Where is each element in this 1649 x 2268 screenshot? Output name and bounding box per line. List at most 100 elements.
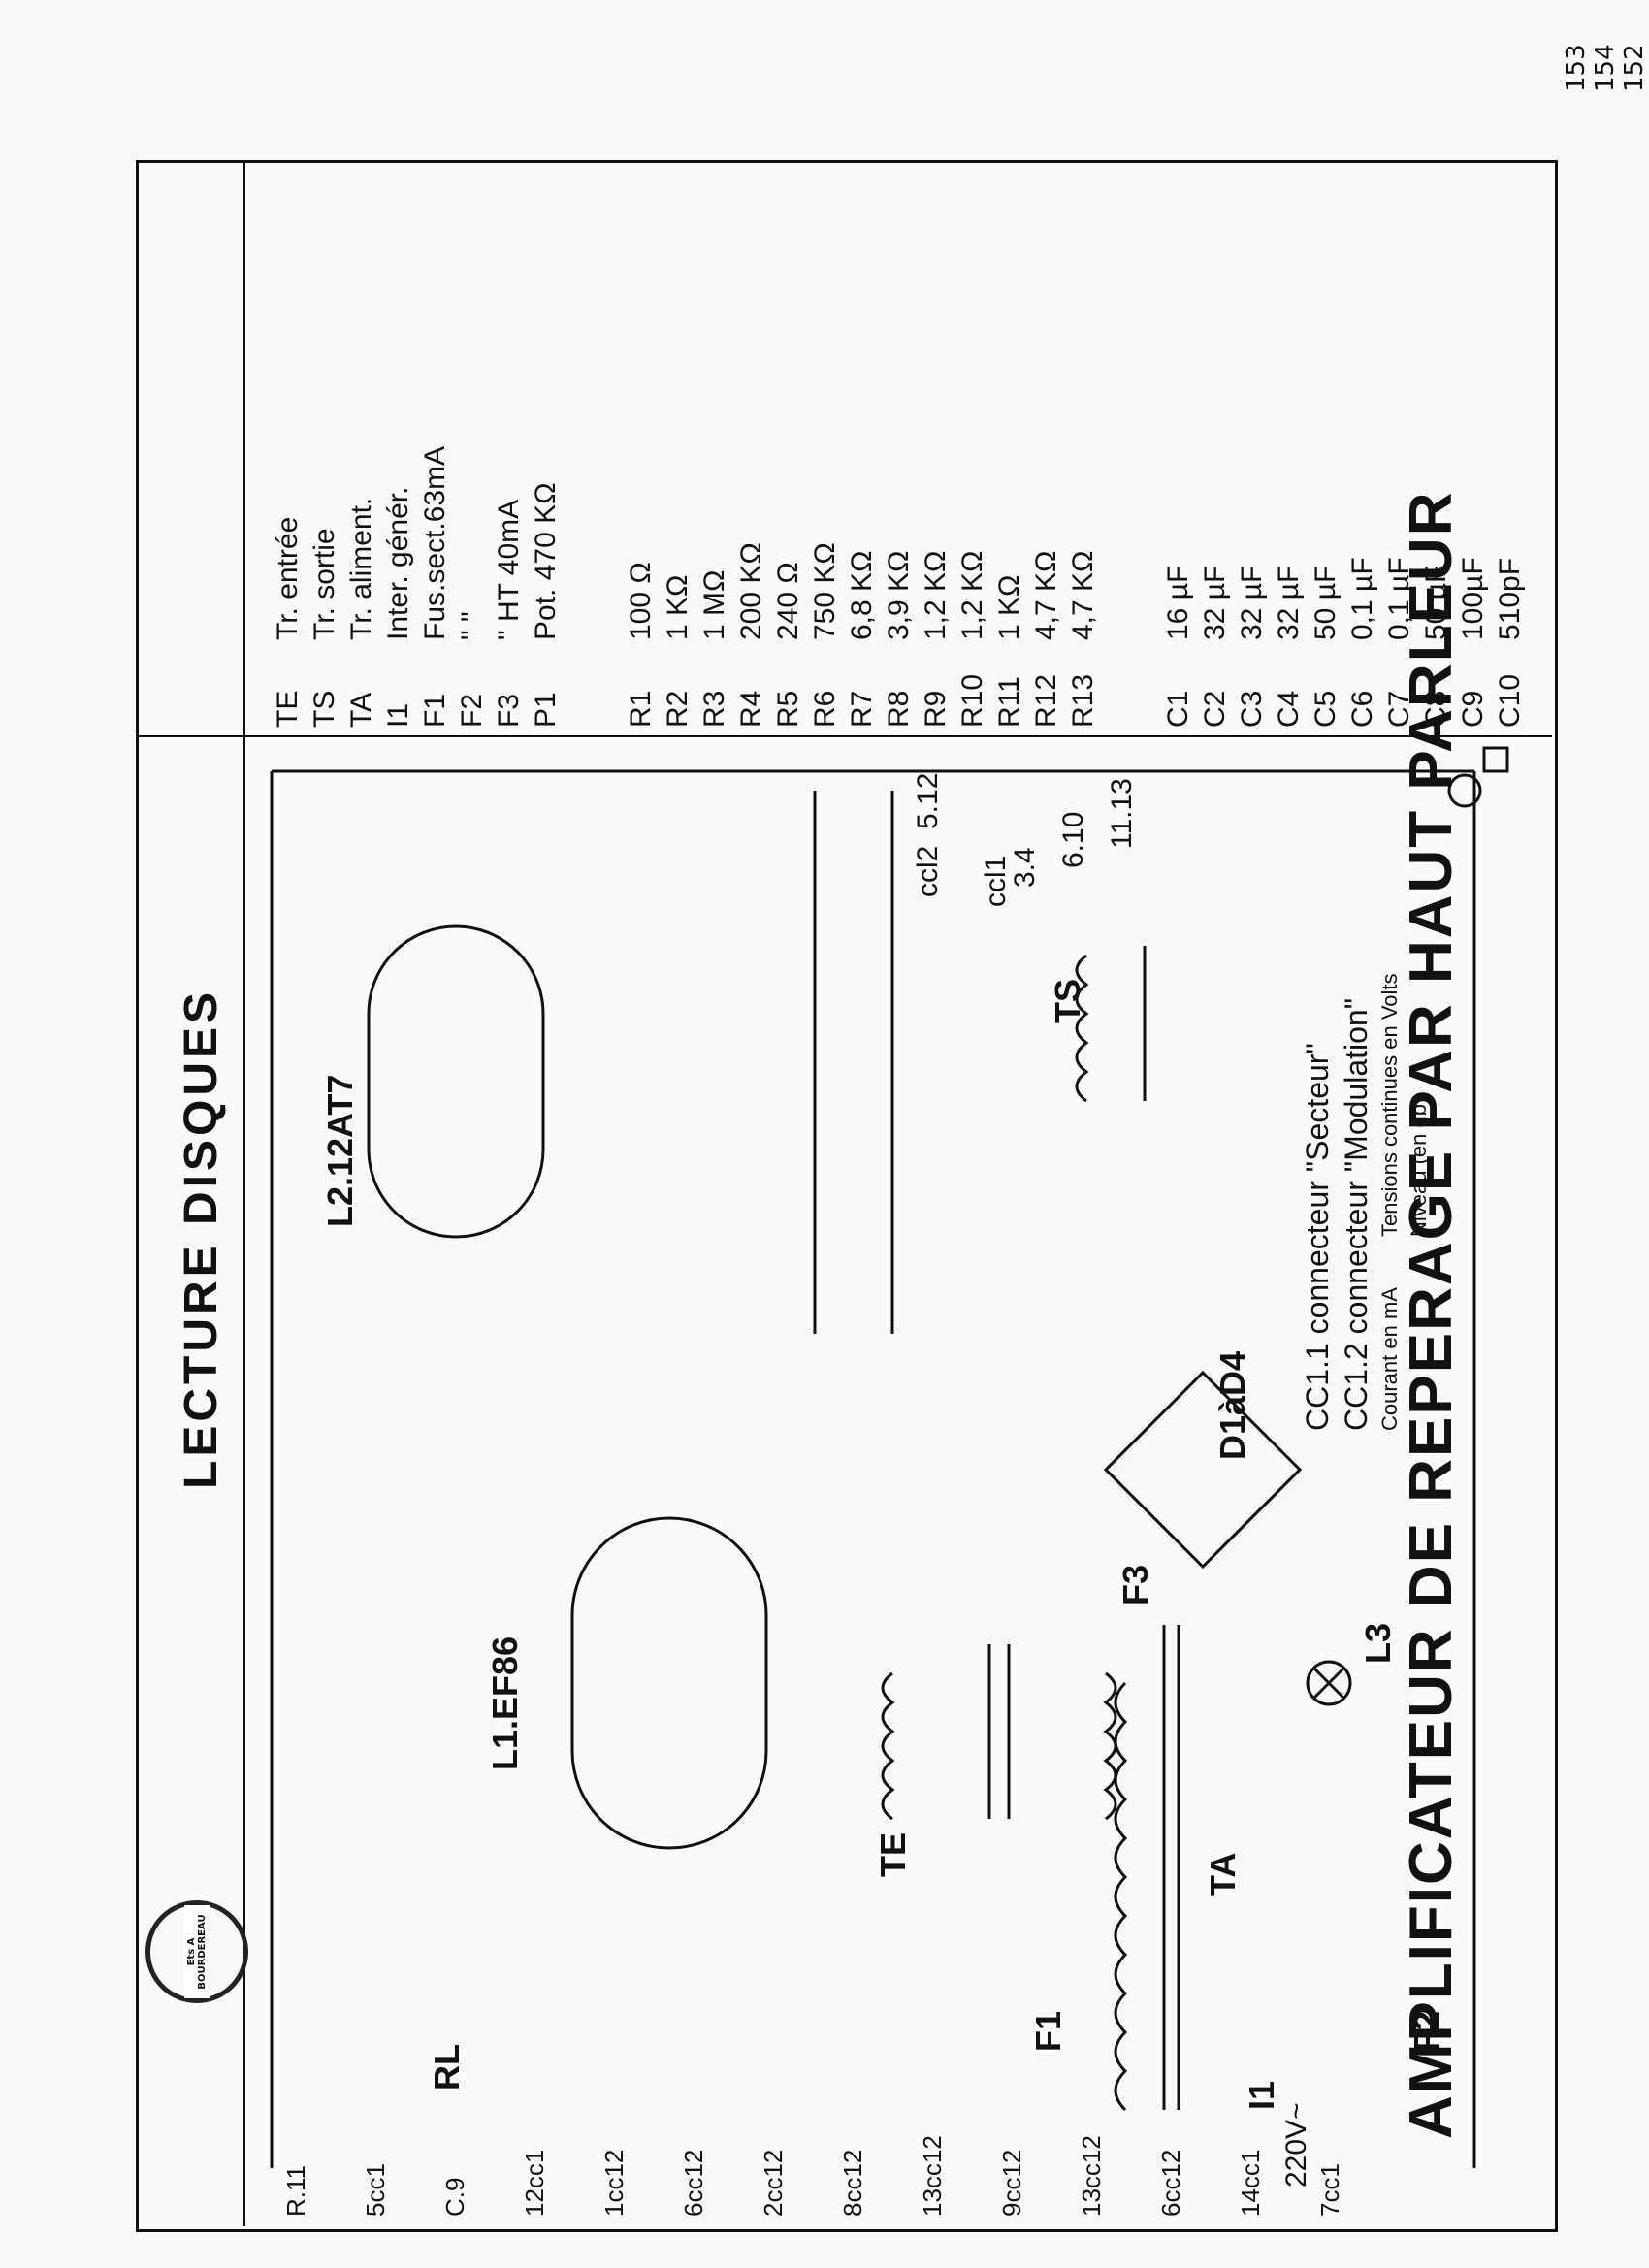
- page-number: 153: [1562, 44, 1591, 92]
- legend-cc1: CC1.1 connecteur "Secteur": [1300, 1043, 1335, 1431]
- circuit-drawing: [270, 746, 1509, 2168]
- connector-pair: 3.4: [1009, 847, 1041, 888]
- parts-list-row: F1 Fus.sect.63mA: [419, 446, 452, 728]
- part-ref: R3: [698, 690, 730, 728]
- parts-list-row: R101,2 KΩ: [956, 551, 989, 728]
- parts-list-row: C60,1 µF: [1346, 557, 1379, 728]
- part-ref: C1: [1162, 690, 1194, 728]
- bridge-label: D1àD4: [1212, 1350, 1252, 1460]
- parts-list-row: R13 4,7 KΩ: [1067, 551, 1100, 728]
- part-value: Tr. aliment.: [345, 497, 377, 640]
- parts-list-row: C116 µF: [1162, 566, 1195, 728]
- part-value: 240 Ω: [772, 562, 804, 640]
- part-value: 32 µF: [1273, 565, 1305, 640]
- part-ref: C10: [1494, 673, 1526, 728]
- part-value: Inter. génér.: [382, 486, 414, 640]
- parts-list-row: R2 1 KΩ: [662, 575, 695, 728]
- parts-list-row: R1100 Ω: [625, 562, 658, 728]
- parts-list-row: C332 µF: [1236, 566, 1269, 728]
- parts-list-row: R9 1,2 KΩ: [920, 551, 953, 728]
- part-ref: R9: [920, 690, 952, 728]
- connector-pin-label: 13cc12: [1077, 2135, 1106, 2217]
- part-value: " HT 40mA: [493, 499, 525, 640]
- connector-pin-label: 6cc12: [679, 2149, 708, 2217]
- part-value: 32 µF: [1199, 565, 1231, 640]
- parts-list-row: R111 KΩ: [993, 575, 1026, 728]
- part-ref: TS: [308, 690, 340, 728]
- transformer-winding: [1114, 1681, 1128, 2112]
- parts-list-row: R6750 KΩ: [809, 542, 842, 728]
- ta-label: TA: [1203, 1852, 1243, 1896]
- part-ref: TE: [272, 690, 304, 728]
- part-ref: F1: [419, 693, 451, 728]
- transformer-winding: [1075, 954, 1089, 1103]
- connector-pin-label: C.9: [440, 2177, 469, 2217]
- transformer-winding: [881, 1671, 895, 1821]
- part-value: 0,1 µF: [1346, 557, 1378, 640]
- part-ref: C5: [1310, 690, 1342, 728]
- connector-pair: 6.10: [1057, 811, 1089, 868]
- part-ref: C2: [1199, 690, 1231, 728]
- legend-cc2: CC1.2 connecteur "Modulation": [1339, 997, 1374, 1431]
- part-ref: R2: [662, 690, 694, 728]
- part-value: 1,2 KΩ: [920, 550, 952, 640]
- connector-pair: 11.13: [1106, 778, 1138, 849]
- tube-envelope: [367, 924, 545, 1239]
- te-label: TE: [873, 1831, 913, 1877]
- f3-label: F3: [1116, 1564, 1155, 1605]
- part-value: 4,7 KΩ: [1067, 550, 1099, 640]
- part-ref: R10: [956, 673, 988, 728]
- page-number: 152: [1620, 44, 1649, 92]
- parts-list-row: F3 " HT 40mA: [493, 500, 526, 728]
- parts-list-row: R8 3,9 KΩ: [883, 551, 916, 728]
- part-value: 4,7 KΩ: [1030, 550, 1062, 640]
- part-ref: F2: [456, 693, 488, 728]
- part-ref: P1: [530, 692, 562, 728]
- part-value: 1 KΩ: [662, 574, 694, 640]
- connector-pin-label: R.11: [281, 2165, 310, 2217]
- part-value: 6,8 KΩ: [846, 550, 878, 640]
- connector-pin-label: 9cc12: [997, 2149, 1026, 2217]
- part-ref: R5: [772, 690, 804, 728]
- tube-2-label: L2.12AT7: [320, 1074, 360, 1227]
- level-symbol: [1482, 746, 1509, 773]
- part-value: Tr. sortie: [308, 528, 340, 640]
- lamp-symbol: [1306, 1660, 1352, 1706]
- parts-list-row: C550 µF: [1310, 566, 1342, 728]
- part-ref: C4: [1273, 690, 1305, 728]
- parts-list-row: I1Inter. génér.: [382, 487, 415, 728]
- part-value: Pot. 470 KΩ: [530, 482, 562, 640]
- part-ref: TA: [345, 692, 377, 728]
- relay-label: RL: [427, 2044, 467, 2090]
- part-value: 510pF: [1494, 557, 1526, 640]
- page-numbers: 153 154 152: [1562, 44, 1649, 92]
- connector-pin-label: 12cc1: [520, 2149, 549, 2217]
- rotated-drawing: LECTURE DISQUES Ets A BOURDEREAU TETr. e…: [136, 160, 1552, 2226]
- part-value: Tr. entrée: [272, 516, 304, 640]
- connector-pin-label: 1cc12: [599, 2149, 629, 2217]
- part-ref: R13: [1067, 673, 1099, 728]
- voltage-symbol: [1447, 773, 1482, 808]
- part-value: 200 KΩ: [735, 542, 767, 640]
- connector-pin-label: 14cc1: [1236, 2149, 1265, 2217]
- connector-pin-label: 8cc12: [838, 2149, 867, 2217]
- part-value: 3,9 KΩ: [883, 550, 915, 640]
- connector-label: ccl2: [912, 845, 944, 897]
- connector-pair: 5.12: [912, 772, 944, 829]
- part-value: Fus.sect.63mA: [419, 445, 451, 640]
- transformer-winding: [1103, 1671, 1117, 1821]
- part-ref: R11: [993, 676, 1025, 728]
- part-ref: R8: [883, 690, 915, 728]
- i1-label: I1: [1242, 2080, 1281, 2110]
- lamp-symbol: [1312, 1667, 1345, 1700]
- part-ref: F3: [493, 693, 525, 728]
- part-ref: R12: [1030, 673, 1062, 728]
- part-value: 1 MΩ: [698, 569, 730, 640]
- parts-list-row: R3 1 MΩ: [698, 570, 731, 728]
- parts-list-row: TS Tr. sortie: [308, 528, 341, 728]
- part-ref: R7: [846, 690, 878, 728]
- part-ref: R4: [735, 690, 767, 728]
